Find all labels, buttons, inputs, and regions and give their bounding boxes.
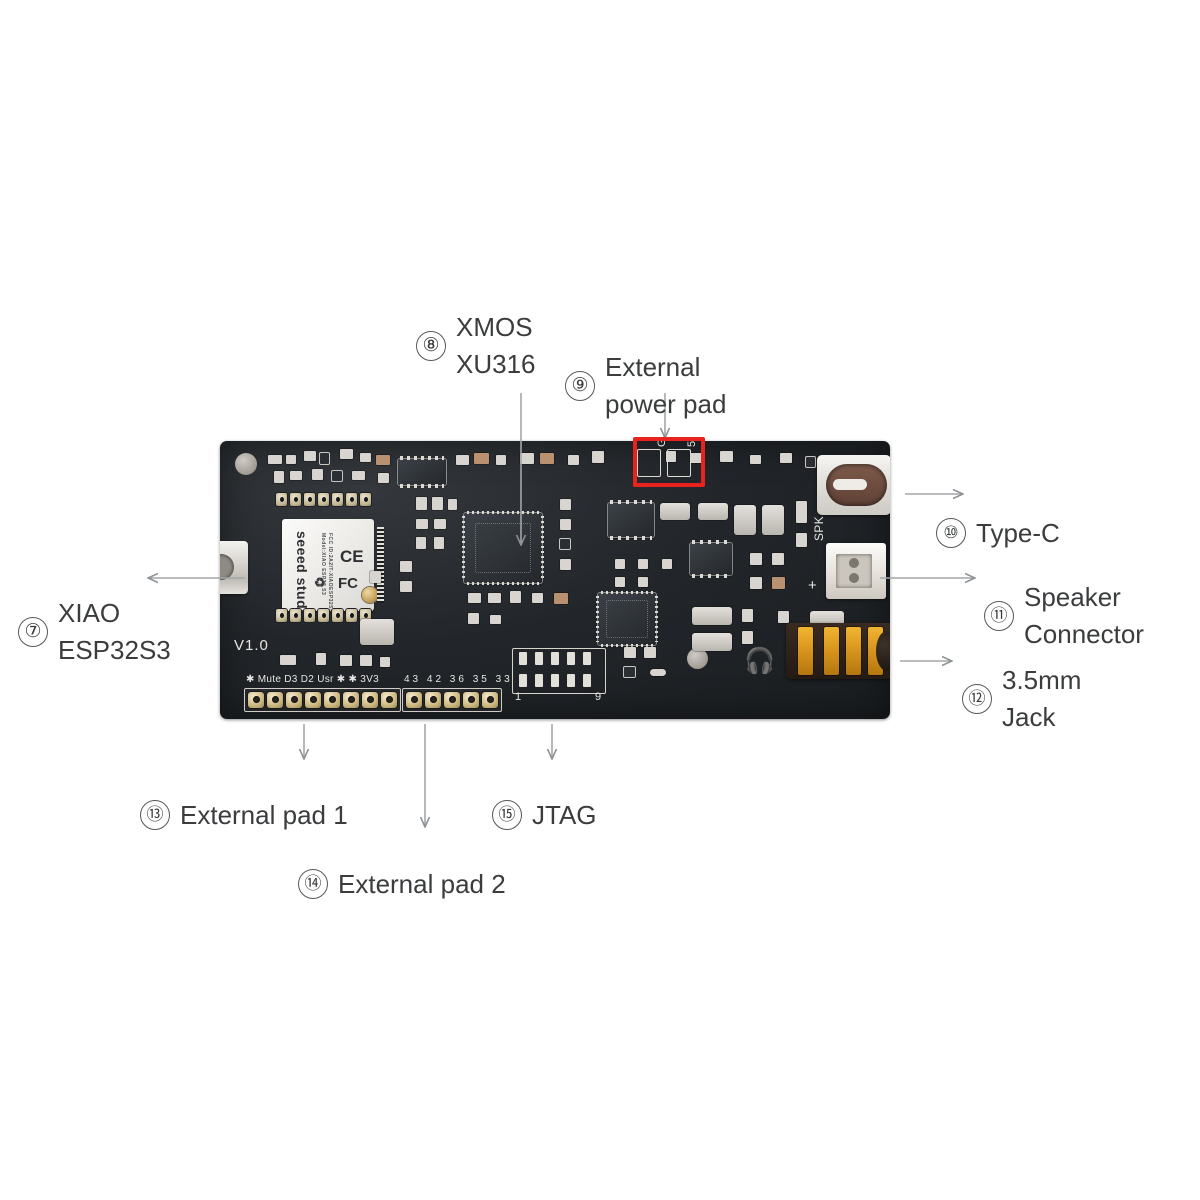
callout-15-number: ⑮	[492, 800, 522, 831]
mic-driver-ic	[398, 456, 446, 488]
callout-13-label: External pad 1	[180, 799, 348, 830]
callout-11-label: Speaker Connector	[1024, 582, 1144, 649]
callout-8-number: ⑧	[416, 331, 446, 361]
mounting-hole-right	[687, 648, 708, 669]
callout-8-label: XMOS XU316	[456, 312, 536, 379]
pad	[444, 692, 460, 708]
pad	[248, 692, 264, 708]
callout-13[interactable]: ⑬ External pad 1	[140, 758, 348, 834]
callout-15[interactable]: ⑮ JTAG	[492, 758, 597, 834]
callout-13-number: ⑬	[140, 800, 170, 831]
callout-12[interactable]: ⑫ 3.5mm Jack	[962, 625, 1162, 736]
callout-15-label: JTAG	[532, 799, 597, 830]
xiao-header-top	[276, 493, 371, 506]
callout-10[interactable]: ⑩ Type-C	[936, 476, 1060, 552]
xiao-pin	[332, 493, 343, 506]
xiao-header-bottom	[276, 609, 371, 622]
jtag-pin9-silk: 9	[595, 691, 602, 703]
callout-9-number: ⑨	[565, 371, 595, 401]
speaker-connector	[826, 543, 886, 599]
callout-14[interactable]: ⑭ External pad 2	[298, 827, 506, 903]
headphones-icon: 🎧	[744, 647, 776, 675]
ipex-antenna-connector	[362, 587, 378, 603]
external-pad-2-silk: 43 42 36 35 33	[404, 674, 513, 685]
spk-silk: SPK	[812, 516, 826, 541]
callout-11-number: ⑪	[984, 601, 1014, 631]
xiao-castellation-edge	[377, 527, 384, 603]
module-fcc-silk: FCC ID:2A2IT-XIAOESP32S3	[327, 533, 333, 613]
regulator-sop-ic	[690, 540, 732, 578]
pad	[482, 692, 498, 708]
xiao-pin	[346, 493, 357, 506]
callout-12-label: 3.5mm Jack	[1002, 665, 1082, 732]
pad	[267, 692, 283, 708]
callout-14-number: ⑭	[298, 869, 328, 900]
recycle-mark: ♻	[314, 575, 326, 590]
callout-9-label: External power pad	[605, 352, 727, 419]
jtag-pin1-silk: 1	[515, 691, 522, 703]
xiao-pin	[304, 609, 315, 622]
xiao-pin	[360, 609, 371, 622]
xiao-pin	[318, 609, 329, 622]
power-pad-highlight-box	[633, 437, 705, 487]
callout-7-number: ⑦	[18, 617, 48, 647]
xiao-pin	[276, 493, 287, 506]
xiao-pin	[318, 493, 329, 506]
codec-qfn-ic	[596, 591, 658, 647]
callout-9[interactable]: ⑨ External power pad	[565, 312, 795, 423]
xiao-pin	[290, 609, 301, 622]
pad	[324, 692, 340, 708]
pad	[343, 692, 359, 708]
xiao-pin	[290, 493, 301, 506]
ce-mark: CE	[340, 547, 364, 566]
callout-12-number: ⑫	[962, 684, 992, 714]
external-pad-2	[402, 688, 502, 712]
callout-10-label: Type-C	[976, 517, 1060, 548]
xiao-pin	[332, 609, 343, 622]
flash-soic-ic	[608, 500, 654, 540]
callout-14-label: External pad 2	[338, 868, 506, 899]
type-c-connector	[817, 455, 890, 515]
pad	[463, 692, 479, 708]
spk-polarity-silk: +	[808, 577, 818, 594]
crystal-oscillator	[360, 619, 394, 645]
callout-7[interactable]: ⑦ XIAO ESP32S3	[18, 558, 228, 669]
pad	[362, 692, 378, 708]
external-pad-1	[244, 688, 401, 712]
board-version-silk: V1.0	[234, 637, 269, 654]
audio-jack-3p5mm	[786, 623, 890, 679]
fcc-mark: FC	[338, 575, 358, 592]
xiao-pin	[346, 609, 357, 622]
pad	[305, 692, 321, 708]
external-pad-1-silk: ✱ Mute D3 D2 Usr ✱ ✱ 3V3	[246, 674, 379, 685]
callout-11[interactable]: ⑪ Speaker Connector	[984, 542, 1194, 653]
xiao-esp32s3-module: seeed studio Model:XIAO ESP32 S3 FCC ID:…	[282, 519, 384, 623]
jtag-header	[512, 648, 606, 694]
pcb-board: seeed studio Model:XIAO ESP32 S3 FCC ID:…	[220, 441, 890, 719]
xmos-xu316-ic	[462, 511, 544, 585]
pad	[381, 692, 397, 708]
pad	[406, 692, 422, 708]
xiao-pin	[276, 609, 287, 622]
xiao-pin	[304, 493, 315, 506]
mounting-hole-left	[235, 453, 257, 475]
callout-7-label: XIAO ESP32S3	[58, 598, 171, 665]
pad	[286, 692, 302, 708]
xiao-usb-c-port	[220, 541, 248, 594]
callout-8[interactable]: ⑧ XMOS XU316	[416, 272, 576, 383]
xiao-pin	[360, 493, 371, 506]
callout-10-number: ⑩	[936, 518, 966, 549]
pad	[425, 692, 441, 708]
